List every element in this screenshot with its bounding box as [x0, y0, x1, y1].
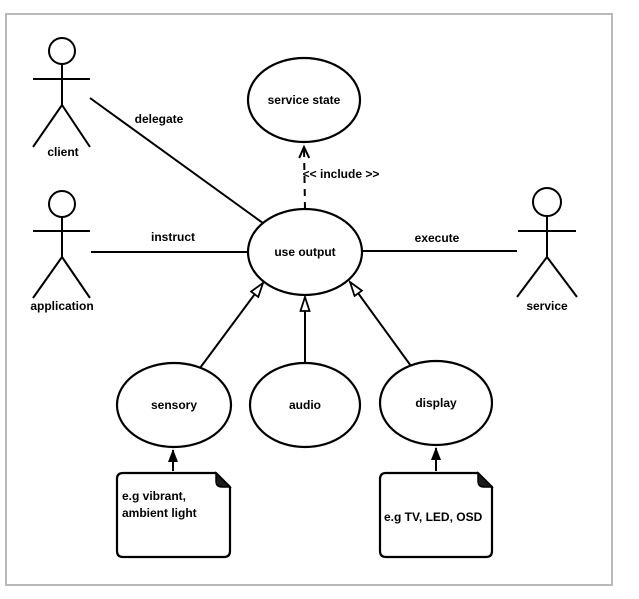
edge-delegate	[89, 97, 268, 227]
note-display-fold	[477, 471, 494, 488]
usecase-label-display: display	[415, 396, 457, 410]
note-display-shape	[378, 471, 494, 559]
edge-label-execute: execute	[414, 231, 460, 245]
actor-service-head	[532, 187, 562, 217]
usecase-label-service-state: service state	[267, 93, 341, 107]
edge-display-to-useoutput	[350, 282, 412, 367]
usecase-service-state-ellipse	[246, 56, 362, 144]
usecase-label-sensory: sensory	[150, 398, 198, 412]
actor-application-head	[48, 190, 76, 218]
actor-label-client: client	[47, 145, 79, 159]
usecase-audio-ellipse	[248, 361, 362, 449]
usecase-display-ellipse	[378, 359, 494, 447]
note-sensory-fold	[215, 471, 232, 488]
usecase-label-audio: audio	[289, 398, 321, 412]
actor-service	[516, 187, 578, 298]
edge-label-instruct: instruct	[150, 230, 196, 244]
usecase-sensory-ellipse	[115, 361, 233, 449]
usecase-label-use-output: use output	[274, 245, 336, 259]
usecase-use-output-ellipse	[246, 207, 364, 297]
note-text-sensory: e.g vibrant, ambient light	[122, 489, 197, 520]
edge-sensory-to-useoutput	[199, 283, 263, 369]
edge-label-delegate: delegate	[134, 112, 184, 126]
actor-client-head	[48, 37, 76, 65]
actor-client	[32, 37, 91, 148]
actor-label-application: application	[30, 299, 94, 313]
note-text-display: e.g TV, LED, OSD	[384, 510, 483, 524]
edge-label-include: << include >>	[302, 167, 380, 181]
note-sensory-shape	[115, 471, 232, 559]
actor-application	[32, 190, 91, 299]
actor-label-service: service	[526, 299, 568, 313]
edge-include-dashed-arrow	[298, 144, 311, 210]
